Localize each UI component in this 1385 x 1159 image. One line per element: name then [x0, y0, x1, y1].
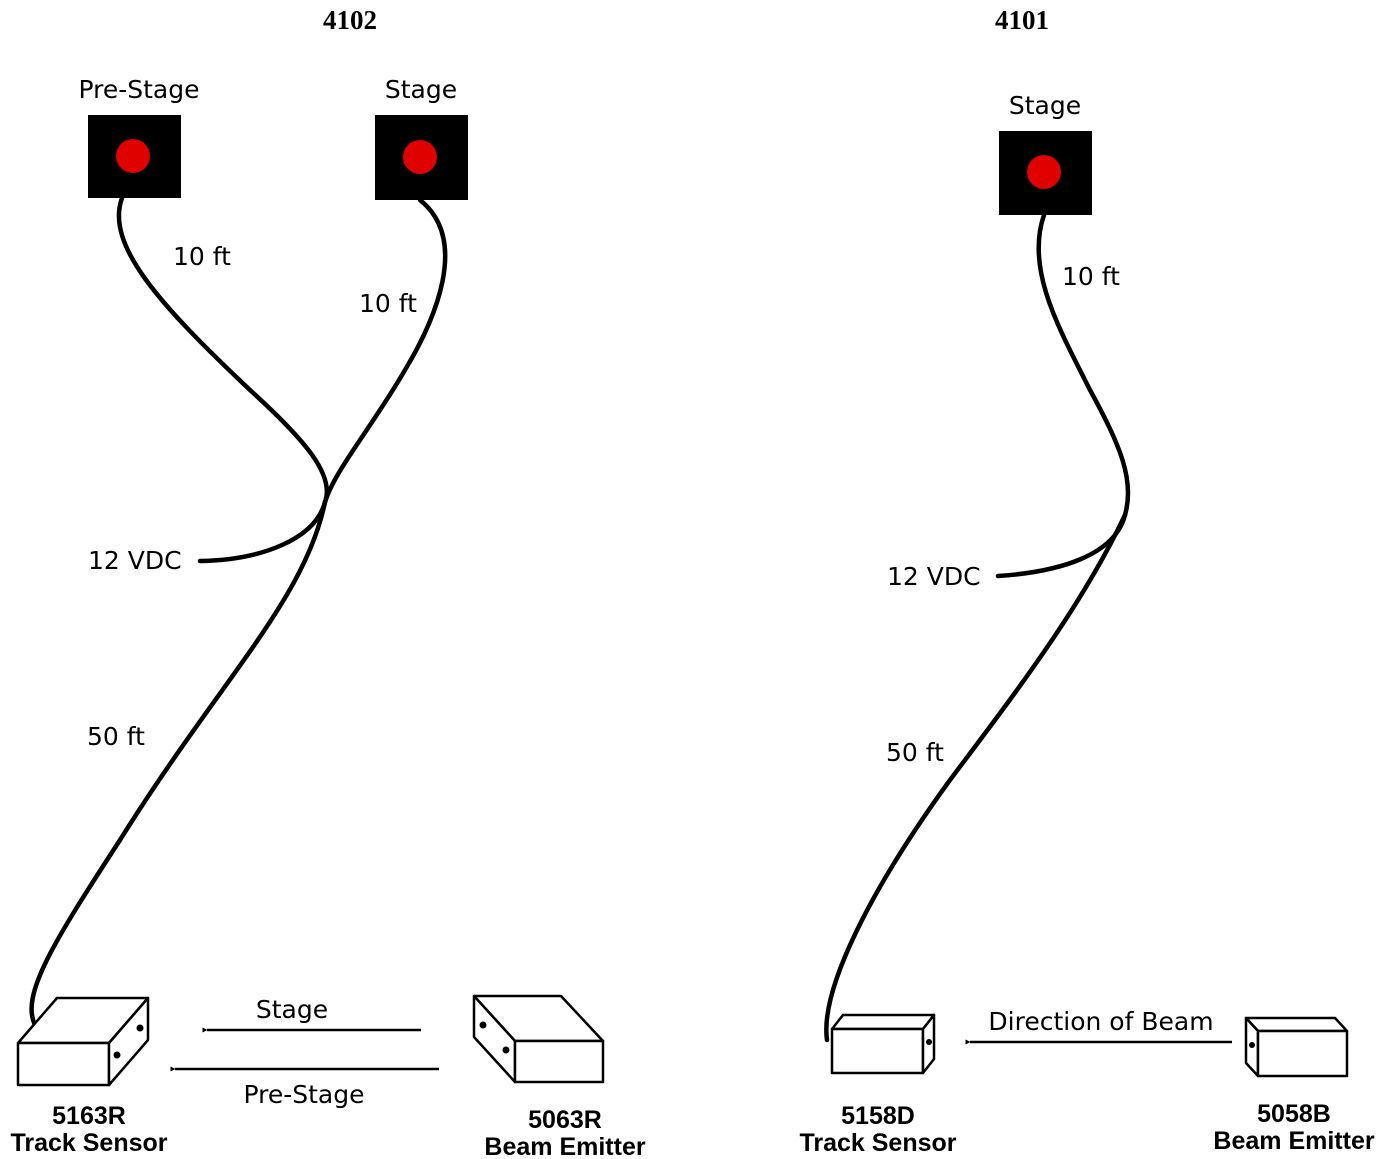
sensor-port-icon: [136, 1024, 144, 1032]
power-cable: [995, 512, 1128, 579]
beam-prestage-label: Pre-Stage: [243, 1080, 364, 1109]
stage-light: [375, 115, 468, 200]
prestage-lamp-icon: [116, 139, 150, 173]
diagram-4102: 4102 Pre-Stage Stage 10 ft 10 ft 12 VDC …: [10, 5, 645, 1159]
stage-cable-length: 10 ft: [359, 289, 417, 318]
stage-light-label: Stage: [385, 75, 457, 104]
sensor-model: 5163R: [52, 1102, 126, 1130]
stage-cable: [322, 197, 448, 505]
stage-cable: [1036, 212, 1131, 518]
emitter-port-icon: [479, 1021, 487, 1029]
sensor-model: 5158D: [841, 1102, 915, 1130]
sensor-name: Track Sensor: [10, 1129, 167, 1157]
stage-cable-length: 10 ft: [1062, 262, 1120, 291]
prestage-cable-length: 10 ft: [173, 242, 231, 271]
stage-light-label: Stage: [1009, 91, 1081, 120]
prestage-light: [88, 115, 181, 198]
track-sensor-5163r: [16, 996, 150, 1087]
power-label: 12 VDC: [887, 562, 981, 591]
beam-stage-label: Stage: [256, 995, 328, 1024]
power-cable: [197, 499, 328, 564]
beam-direction-label: Direction of Beam: [988, 1007, 1213, 1036]
prestage-cable: [116, 195, 330, 505]
power-label: 12 VDC: [88, 546, 182, 575]
emitter-model: 5063R: [528, 1106, 602, 1134]
track-sensor-5158d: [830, 1013, 936, 1075]
sensor-name: Track Sensor: [799, 1129, 956, 1157]
stage-lamp-icon: [403, 140, 437, 174]
emitter-port-icon: [502, 1046, 510, 1054]
emitter-port-icon: [1249, 1042, 1255, 1048]
main-cable-length: 50 ft: [87, 722, 145, 751]
sensor-port-icon: [926, 1039, 932, 1045]
beam-emitter-5058b: [1244, 1016, 1349, 1078]
diagram-4101: 4101 Stage 10 ft 12 VDC 50 ft 5158D Trac…: [799, 5, 1374, 1157]
main-cable: [824, 512, 1128, 1043]
title-4102: 4102: [323, 5, 377, 35]
prestage-light-label: Pre-Stage: [78, 75, 199, 104]
main-cable-length: 50 ft: [886, 738, 944, 767]
emitter-name: Beam Emitter: [484, 1133, 645, 1159]
emitter-name: Beam Emitter: [1213, 1127, 1374, 1155]
stage-light: [999, 131, 1092, 215]
emitter-model: 5058B: [1257, 1100, 1331, 1128]
sensor-port-icon: [113, 1051, 121, 1059]
title-4101: 4101: [995, 5, 1049, 35]
stage-lamp-icon: [1027, 155, 1061, 189]
beam-emitter-5063r: [472, 994, 605, 1084]
main-cable: [29, 499, 328, 1028]
